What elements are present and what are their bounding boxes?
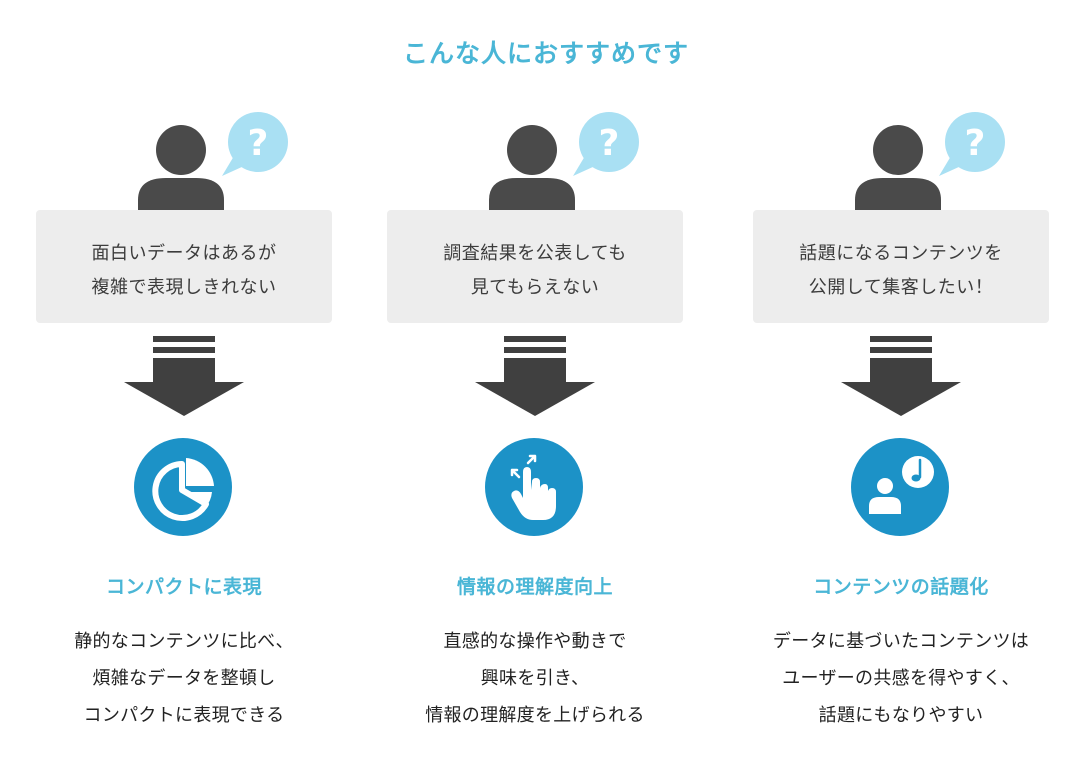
description-line-2: ユーザーの共感を得やすく、 <box>782 668 1020 689</box>
worry-box <box>387 210 683 323</box>
description-line-3: コンパクトに表現できる <box>83 705 285 726</box>
pie-chart-icon <box>134 438 232 536</box>
question-bubble-icon: ? <box>573 112 639 176</box>
page-title: こんな人におすすめです <box>402 39 689 68</box>
worry-text-line-2: 公開して集客したい！ <box>808 277 994 298</box>
down-arrow-icon <box>841 336 961 416</box>
question-mark: ? <box>248 123 269 164</box>
question-bubble-icon: ? <box>939 112 1005 176</box>
tap-hand-icon <box>485 438 583 536</box>
feature-title: コンパクトに表現 <box>105 576 262 598</box>
description-line-1: 静的なコンテンツに比べ、 <box>74 631 294 652</box>
description-line-1: データに基づいたコンテンツは <box>772 631 1030 652</box>
description-line-2: 煩雑なデータを整頓し <box>92 668 276 689</box>
recommendation-column-2: ? 調査結果を公表しても 見てもらえない 情報の理解度向上 直感的な操作や動きで… <box>387 0 683 765</box>
worry-box <box>753 210 1049 323</box>
down-arrow-icon <box>124 336 244 416</box>
worry-box <box>36 210 332 323</box>
question-bubble-icon: ? <box>222 112 288 176</box>
description-line-1: 直感的な操作や動きで <box>443 631 627 652</box>
recommendation-column-3: ? 話題になるコンテンツを 公開して集客したい！ コンテンツの話題化 データに基… <box>753 0 1049 765</box>
feature-title: コンテンツの話題化 <box>813 576 989 598</box>
question-mark: ? <box>599 123 620 164</box>
person-icon <box>855 125 941 214</box>
down-arrow-icon <box>475 336 595 416</box>
feature-title: 情報の理解度向上 <box>456 576 613 598</box>
person-icon <box>138 125 224 214</box>
worry-text-line-1: 調査結果を公表しても <box>443 243 627 264</box>
description-line-3: 情報の理解度を上げられる <box>425 705 645 726</box>
worry-text-line-2: 複雑で表現しきれない <box>91 277 277 298</box>
worry-text-line-1: 面白いデータはあるが <box>91 243 277 264</box>
person-icon <box>489 125 575 214</box>
recommendation-column-1: ? 面白いデータはあるが 複雑で表現しきれない コンパクトに表現 静的なコンテン… <box>36 0 332 765</box>
description-line-2: 興味を引き、 <box>480 668 590 689</box>
worry-text-line-2: 見てもらえない <box>470 277 600 298</box>
user-music-icon <box>851 438 949 536</box>
question-mark: ? <box>965 123 986 164</box>
description-line-3: 話題にもなりやすい <box>818 705 984 726</box>
worry-text-line-1: 話題になるコンテンツを <box>799 243 1003 264</box>
